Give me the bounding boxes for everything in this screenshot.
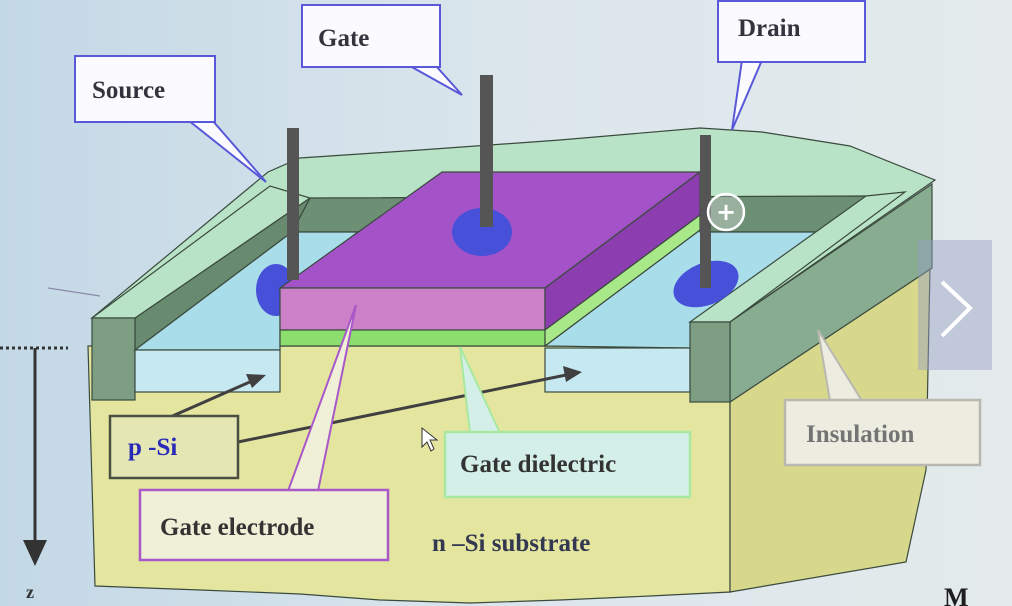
drain-label: Drain (738, 15, 801, 42)
source-label: Source (92, 77, 165, 104)
gate-label: Gate (318, 25, 369, 52)
source-well-front (134, 349, 281, 393)
gate-callout-box (301, 4, 441, 68)
gate-electrode-callout-box (138, 488, 390, 562)
source-callout: Source (74, 55, 267, 183)
source-pin (287, 128, 299, 280)
p-si-label: p -Si (128, 434, 177, 461)
mouse-cursor-icon (421, 426, 439, 452)
substrate-label: n –Si substrate (432, 530, 590, 557)
stray-line (47, 287, 101, 297)
drain-pin (700, 135, 711, 288)
right-wall-front-face (689, 321, 731, 403)
zoom-in-plus-icon[interactable] (706, 192, 746, 232)
zoom-in-symbol[interactable]: + (716, 198, 736, 226)
p-si-arrowhead-drain (563, 366, 582, 382)
drain-callout: Drain (717, 0, 866, 131)
left-wall-front-face (91, 317, 136, 401)
gate-electrode-callout: Gate electrode (138, 304, 390, 562)
gate-electrode-label: Gate electrode (160, 514, 314, 541)
p-si-arrow-drain (237, 373, 567, 444)
source-callout-box (74, 55, 216, 123)
insulation-callout-box (783, 398, 982, 467)
drain-callout-box (717, 0, 866, 63)
gate-dielectric-front (279, 329, 546, 347)
z-axis: z (0, 346, 68, 602)
gate-pin (480, 75, 493, 227)
gate-dielectric-callout: Gate dielectric (443, 346, 692, 499)
insulation-label: Insulation (806, 421, 914, 448)
z-axis-label: z (26, 582, 34, 602)
chevron-right-icon[interactable] (940, 280, 973, 338)
gate-dielectric-callout-box (443, 430, 692, 499)
gate-callout: Gate (301, 4, 463, 96)
insulation-callout: Insulation (783, 329, 982, 467)
gate-contact (452, 208, 512, 256)
p-si-arrowhead-source (246, 374, 266, 388)
z-axis-arrowhead (23, 540, 47, 566)
p-si-arrow-source (167, 379, 253, 420)
zoom-in-button[interactable]: + (706, 192, 746, 232)
p-si-callout: p -Si (108, 366, 582, 480)
gate-dielectric-label: Gate dielectric (460, 451, 616, 478)
next-slide-button[interactable] (918, 240, 992, 370)
logo-fragment: M (944, 583, 969, 606)
gate-electrode-front (279, 287, 546, 331)
next-slide-button-bg[interactable] (918, 240, 992, 370)
p-si-callout-box (108, 414, 240, 480)
